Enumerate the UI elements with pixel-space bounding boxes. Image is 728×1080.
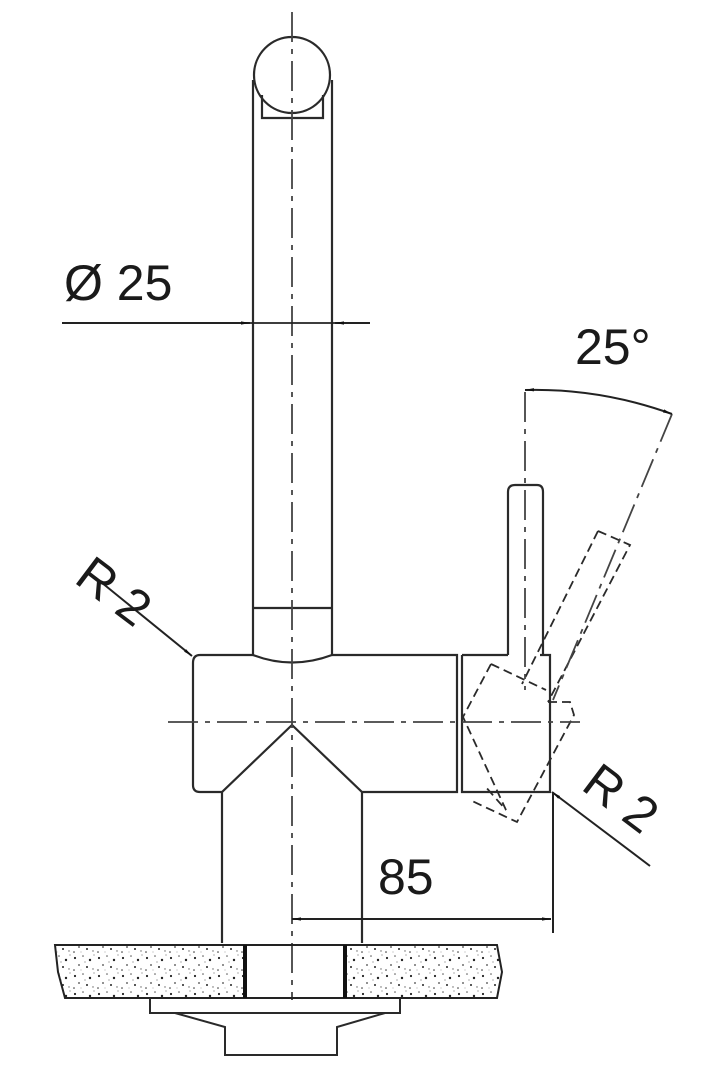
centerlines (168, 12, 673, 1000)
mounting-nut (149, 998, 401, 1056)
countertop (53, 944, 504, 999)
angle-label: 25° (575, 319, 651, 375)
dimension-radius-leaders (95, 577, 651, 867)
dimension-reach (292, 792, 554, 933)
dimension-angle (524, 388, 673, 415)
diameter-label: Ø 25 (64, 255, 173, 311)
spout-tube (251, 80, 334, 664)
reach-label: 85 (378, 849, 434, 905)
lever-upright (506, 483, 545, 655)
faucet-body (191, 653, 552, 794)
lever-tilted (461, 530, 632, 824)
